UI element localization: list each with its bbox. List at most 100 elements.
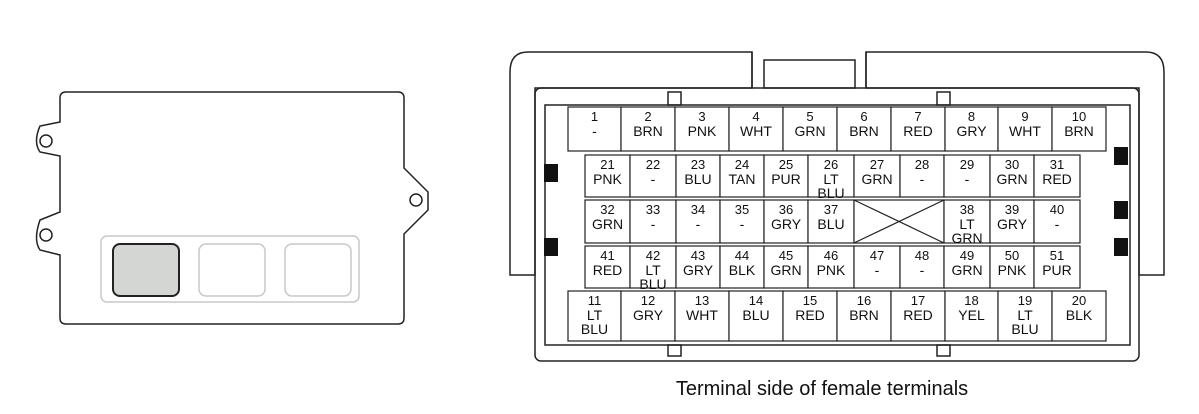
- terminal-40: 40-: [1033, 199, 1081, 244]
- wire-color: GRN: [794, 123, 825, 139]
- terminal-cell: [567, 106, 622, 152]
- notch-bottom-left: [667, 344, 682, 357]
- pin-number: 39: [1005, 202, 1019, 217]
- pin-number: 42: [646, 248, 660, 263]
- wire-color: GRN: [770, 262, 801, 278]
- notch-top-right: [936, 91, 951, 106]
- wire-color: -: [875, 262, 880, 278]
- wire-color: GRN: [996, 171, 1027, 187]
- diagram-caption: Terminal side of female terminals: [675, 378, 969, 400]
- terminal-cell: [890, 106, 946, 152]
- wire-color: GRY: [771, 216, 802, 232]
- ecu-module: [35, 91, 429, 325]
- pin-number: 32: [600, 202, 614, 217]
- terminal-cell: [997, 290, 1053, 342]
- terminal-cell: [584, 245, 631, 289]
- terminal-35: 35-: [719, 199, 765, 244]
- pin-number: 27: [870, 157, 884, 172]
- socket-highlighted: [112, 243, 180, 297]
- pin-number: 24: [735, 157, 749, 172]
- pin-number: 45: [779, 248, 793, 263]
- socket-right: [284, 243, 352, 297]
- terminal-22: 22-: [629, 154, 677, 198]
- wire-color: -: [920, 171, 925, 187]
- terminal-grid: 1-2BRN3PNK4WHT5GRN6BRN7RED8GRY9WHT10BRN2…: [567, 106, 1107, 342]
- lock-tabs: [544, 147, 1128, 256]
- wire-color: -: [920, 262, 925, 278]
- pin-number: 35: [735, 202, 749, 217]
- terminal-cell: [943, 154, 991, 198]
- lock-tab-right-lower: [1114, 238, 1128, 256]
- terminal-47: 47-: [853, 245, 901, 289]
- pin-number: 12: [641, 293, 655, 308]
- pin-number: 9: [1021, 109, 1028, 124]
- terminal-cell: [763, 154, 809, 198]
- pin-number: 8: [968, 109, 975, 124]
- wire-color: BLU: [817, 185, 844, 201]
- terminal-cell: [1033, 154, 1081, 198]
- wire-color: GRN: [951, 230, 982, 246]
- pin-number: 5: [806, 109, 813, 124]
- wire-color: WHT: [1009, 123, 1041, 139]
- ecu-housing-outline: [35, 91, 429, 325]
- wire-color: WHT: [740, 123, 772, 139]
- wire-color: BRN: [633, 123, 663, 139]
- pin-number: 4: [752, 109, 759, 124]
- wire-color: -: [965, 171, 970, 187]
- pin-number: 21: [600, 157, 614, 172]
- pin-number: 11: [588, 293, 602, 308]
- terminal-blank: [853, 199, 945, 244]
- wire-color: GRY: [956, 123, 987, 139]
- terminal-cell: [674, 106, 730, 152]
- pin-number: 15: [803, 293, 817, 308]
- wire-color: -: [651, 171, 656, 187]
- pin-number: 3: [698, 109, 705, 124]
- wire-color: RED: [903, 123, 933, 139]
- lock-tab-right-middle: [1114, 201, 1128, 219]
- terminal-cell: [836, 106, 892, 152]
- wire-color: LT: [1017, 307, 1033, 323]
- pin-number: 51: [1050, 248, 1064, 263]
- wire-color: BLU: [581, 321, 608, 337]
- pin-number: 16: [857, 293, 871, 308]
- wire-color: BRN: [1064, 123, 1094, 139]
- wire-color: PNK: [998, 262, 1027, 278]
- terminal-34: 34-: [675, 199, 721, 244]
- pin-number: 18: [964, 293, 978, 308]
- wire-color: PNK: [593, 171, 622, 187]
- mount-hole-lower-left: [39, 228, 53, 242]
- pin-number: 29: [960, 157, 974, 172]
- wire-color: GRY: [997, 216, 1028, 232]
- terminal-cell: [728, 106, 784, 152]
- terminal-48: 48-: [899, 245, 945, 289]
- pin-number: 20: [1072, 293, 1086, 308]
- notch-top-left: [667, 91, 682, 106]
- terminal-cell: [728, 290, 784, 342]
- lock-tab-left-lower: [544, 238, 558, 256]
- wire-color: -: [740, 216, 745, 232]
- pin-number: 47: [870, 248, 884, 263]
- lock-tab-left-upper: [544, 164, 558, 182]
- terminal-cell: [675, 154, 721, 198]
- notch-bottom-right: [936, 344, 951, 357]
- wire-color: BLU: [817, 216, 844, 232]
- pin-number: 46: [824, 248, 838, 263]
